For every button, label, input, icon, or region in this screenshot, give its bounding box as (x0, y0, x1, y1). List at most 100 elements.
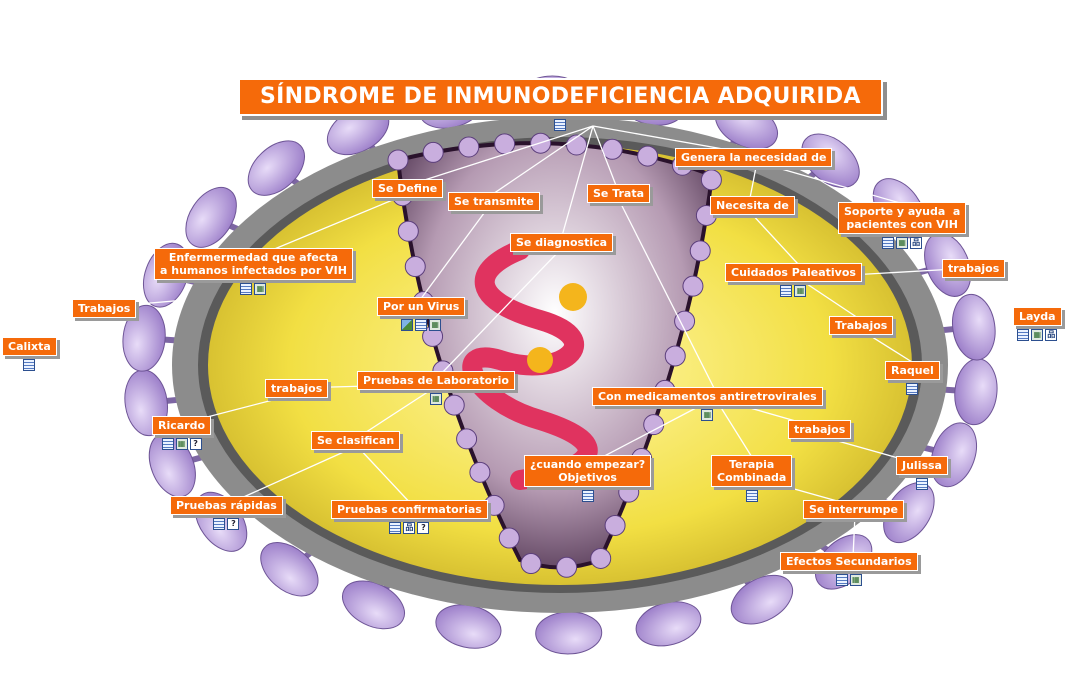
document-icon[interactable] (780, 285, 793, 297)
enzyme-dot (527, 347, 553, 373)
document-icon[interactable] (906, 383, 919, 395)
core-bead (520, 553, 542, 575)
node-trabajos-lab: trabajos (265, 379, 329, 398)
document-icon[interactable] (389, 522, 402, 534)
document-icon[interactable] (161, 438, 174, 450)
ricardo-icons: ▦? (161, 438, 202, 450)
film-icon[interactable]: ▦ (896, 237, 909, 249)
core-bead (637, 145, 659, 167)
efectos-icons: ▦ (835, 574, 862, 586)
trabajos-left-label[interactable]: Trabajos (72, 299, 137, 318)
film-icon[interactable]: ▦ (794, 285, 807, 297)
film-icon[interactable]: ▦ (849, 574, 862, 586)
pruebas-rapidas-label[interactable]: Pruebas rápidas (170, 496, 283, 515)
pruebas-lab-label[interactable]: Pruebas de Laboratorio (357, 371, 515, 390)
cuidados-label[interactable]: Cuidados Paleativos (725, 263, 862, 282)
film-icon[interactable]: ▦ (175, 438, 188, 450)
network-icon[interactable]: 品 (403, 522, 416, 534)
se-clasifican-label[interactable]: Se clasifican (311, 431, 401, 450)
core-bead (443, 394, 465, 416)
film-icon[interactable]: ▦ (429, 319, 442, 331)
film-icon[interactable]: ▦ (254, 283, 267, 295)
se-define-label[interactable]: Se Define (372, 179, 444, 198)
enzyme-dot (559, 283, 587, 311)
raquel-label[interactable]: Raquel (885, 361, 940, 380)
core-bead (601, 138, 623, 160)
core-bead (404, 256, 426, 278)
spike-knob (952, 293, 996, 361)
node-se-transmite: Se transmite (448, 192, 540, 211)
node-julissa: Julissa (896, 456, 948, 490)
core-bead (530, 132, 552, 154)
pruebas-conf-icons: 品? (389, 522, 430, 534)
se-trata-label[interactable]: Se Trata (587, 184, 651, 203)
trabajos-med-label[interactable]: trabajos (788, 420, 852, 439)
core-bead (682, 275, 704, 297)
se-diagnostica-label[interactable]: Se diagnostica (510, 233, 614, 252)
document-icon[interactable] (23, 359, 36, 371)
film-icon[interactable]: ▦ (701, 409, 714, 421)
core-bead (700, 169, 722, 191)
film-icon[interactable]: ▦ (429, 393, 442, 405)
core-bead (566, 134, 588, 156)
node-pruebas-lab: Pruebas de Laboratorio ▦ (357, 371, 515, 405)
medicamentos-label[interactable]: Con medicamentos antiretrovirales (592, 387, 823, 406)
pruebas-rapidas-icons: ? (213, 518, 240, 530)
core-bead (494, 133, 516, 155)
medicamentos-icons: ▦ (701, 409, 714, 421)
enfermedad-icons: ▦ (240, 283, 267, 295)
efectos-label[interactable]: Efectos Secundarios (780, 552, 918, 571)
layda-label[interactable]: Layda (1013, 307, 1062, 326)
node-calixta: Calixta (2, 337, 57, 371)
document-icon[interactable] (745, 490, 758, 502)
document-icon[interactable] (1017, 329, 1030, 341)
document-icon[interactable] (835, 574, 848, 586)
network-icon[interactable]: 品 (910, 237, 923, 249)
ricardo-label[interactable]: Ricardo (152, 416, 212, 435)
necesita-label[interactable]: Necesita de (710, 196, 795, 215)
map-title[interactable]: SÍNDROME DE INMUNODEFICIENCIA ADQUIRIDA (238, 78, 883, 116)
document-icon[interactable] (213, 518, 226, 530)
genera-label[interactable]: Genera la necesidad de (675, 148, 833, 167)
calixta-label[interactable]: Calixta (2, 337, 57, 356)
cuando-label[interactable]: ¿cuando empezar? Objetivos (524, 455, 652, 487)
document-icon[interactable] (882, 237, 895, 249)
core-bead (664, 345, 686, 367)
trabajos-cuidados-label[interactable]: Trabajos (829, 316, 894, 335)
soporte-label[interactable]: Soporte y ayuda a pacientes con VIH (838, 202, 967, 234)
node-pruebas-rapidas: Pruebas rápidas ? (170, 496, 283, 530)
core-bead (456, 428, 478, 450)
se-transmite-label[interactable]: Se transmite (448, 192, 540, 211)
pruebas-conf-label[interactable]: Pruebas confirmatorias (331, 500, 488, 519)
document-icon[interactable] (240, 283, 253, 295)
node-se-clasifican: Se clasifican (311, 431, 401, 450)
spike-knob (535, 611, 603, 655)
node-raquel: Raquel (885, 361, 940, 395)
node-trabajos-cuidados: Trabajos (829, 316, 894, 335)
document-icon[interactable] (581, 490, 594, 502)
help-icon[interactable]: ? (417, 522, 430, 534)
document-icon[interactable] (915, 478, 928, 490)
film-icon[interactable]: ▦ (1031, 329, 1044, 341)
terapia-label[interactable]: Terapia Combinada (711, 455, 793, 487)
help-icon[interactable]: ? (227, 518, 240, 530)
node-se-interrumpe: Se interrumpe (803, 500, 905, 519)
help-icon[interactable]: ? (189, 438, 202, 450)
node-por-virus: Por un Virus ▦ (377, 297, 466, 331)
image-icon[interactable] (401, 319, 414, 331)
document-icon[interactable] (415, 319, 428, 331)
trabajos-lab-label[interactable]: trabajos (265, 379, 329, 398)
title-icons (554, 119, 567, 131)
raquel-icons (906, 383, 919, 395)
por-virus-label[interactable]: Por un Virus (377, 297, 466, 316)
node-genera: Genera la necesidad de (675, 148, 833, 167)
trabajos-right-label[interactable]: trabajos (942, 259, 1006, 278)
core-bead (590, 547, 612, 569)
julissa-label[interactable]: Julissa (896, 456, 948, 475)
document-icon[interactable] (554, 119, 567, 131)
spike-knob (730, 574, 794, 625)
se-interrumpe-label[interactable]: Se interrumpe (803, 500, 905, 519)
enfermedad-label[interactable]: Enfermermedad que afecta a humanos infec… (154, 248, 353, 280)
network-icon[interactable]: 品 (1045, 329, 1058, 341)
node-cuando: ¿cuando empezar? Objetivos (524, 455, 652, 502)
